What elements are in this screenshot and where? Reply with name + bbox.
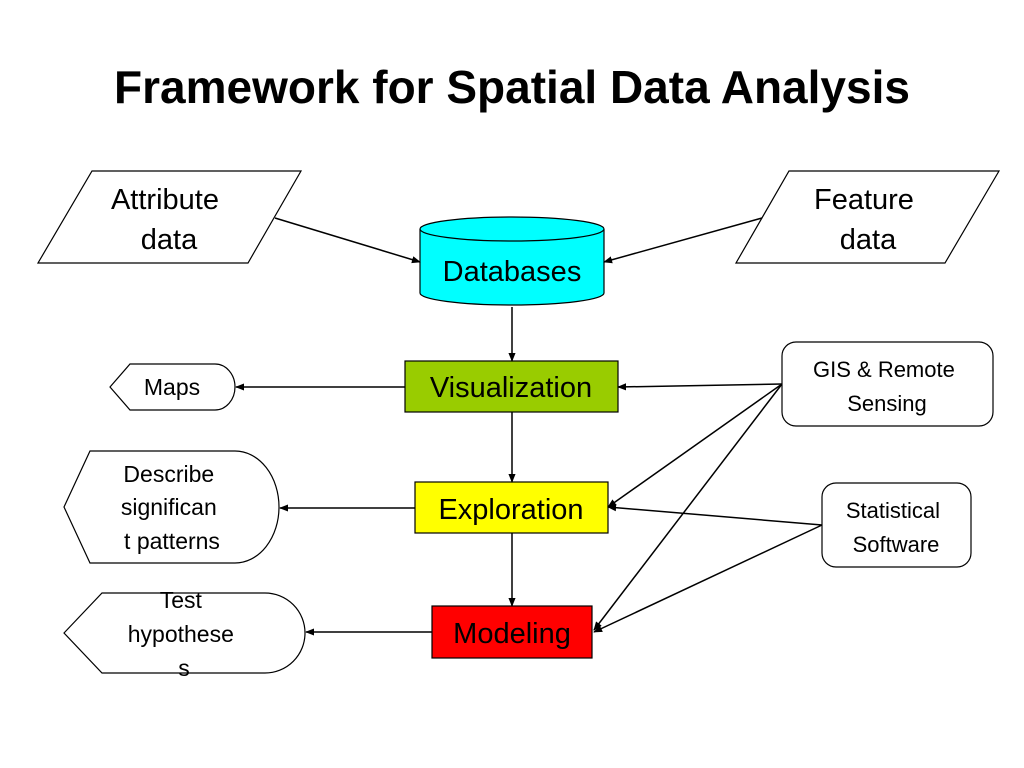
modeling-label: Modeling [453,618,571,650]
describe-line-2: significan [121,494,217,520]
test-hypotheses-node: Test hypothese s [63,587,306,681]
gis-to-exploration-arrow [607,383,783,508]
visualization-node: Visualization [404,360,619,413]
attribute-data-line-1: Attribute [111,184,219,216]
svg-text:GIS & Remote Sensing: GIS & Remote Sensing [813,357,961,416]
gis-remote-sensing-node: GIS & Remote Sensing [781,341,994,427]
maps-node: Maps [109,363,236,411]
gis-line-2: Sensing [847,391,927,416]
svg-text:Attribute data: Attribute data [111,184,227,256]
maps-label: Maps [144,374,200,400]
test-line-2: hypothese [128,621,234,647]
gis-to-visualization-arrow [617,383,783,391]
attribute-data-node: Attribute data [36,170,303,264]
statistical-to-exploration-arrow [607,504,823,526]
exploration-label: Exploration [438,494,583,526]
svg-text:Describe significan: Describe significan t patterns [121,461,223,554]
attribute-data-line-2: data [141,224,198,256]
describe-line-1: Describe [123,461,214,487]
feature-to-databases-arrow [603,217,763,264]
gis-line-1: GIS & Remote [813,357,955,382]
visualization-label: Visualization [430,372,592,404]
feature-data-line-1: Feature [814,184,914,216]
modeling-node: Modeling [431,605,593,659]
test-line-1: Test [160,587,203,613]
statistical-software-node: Statistical Software [821,482,972,568]
exploration-node: Exploration [414,481,609,534]
svg-text:Statistical Software: Statistical Software [846,498,946,557]
statistical-to-modeling-arrow [593,524,823,633]
svg-text:Test hypothese s: Test hypothese s [128,587,241,681]
describe-line-3: t patterns [124,528,220,554]
stat-line-1: Statistical [846,498,940,523]
stat-line-2: Software [853,532,940,557]
databases-label: Databases [443,256,582,288]
page-title: Framework for Spatial Data Analysis [114,61,910,113]
svg-text:Feature data: Feature data [814,184,922,256]
test-line-3: s [178,655,190,681]
databases-node: Databases [419,216,605,306]
describe-patterns-node: Describe significan t patterns [63,450,280,564]
attribute-to-databases-arrow [274,217,421,264]
feature-data-node: Feature data [734,170,1001,264]
gis-to-modeling-arrow [593,383,783,631]
feature-data-line-2: data [840,224,897,256]
